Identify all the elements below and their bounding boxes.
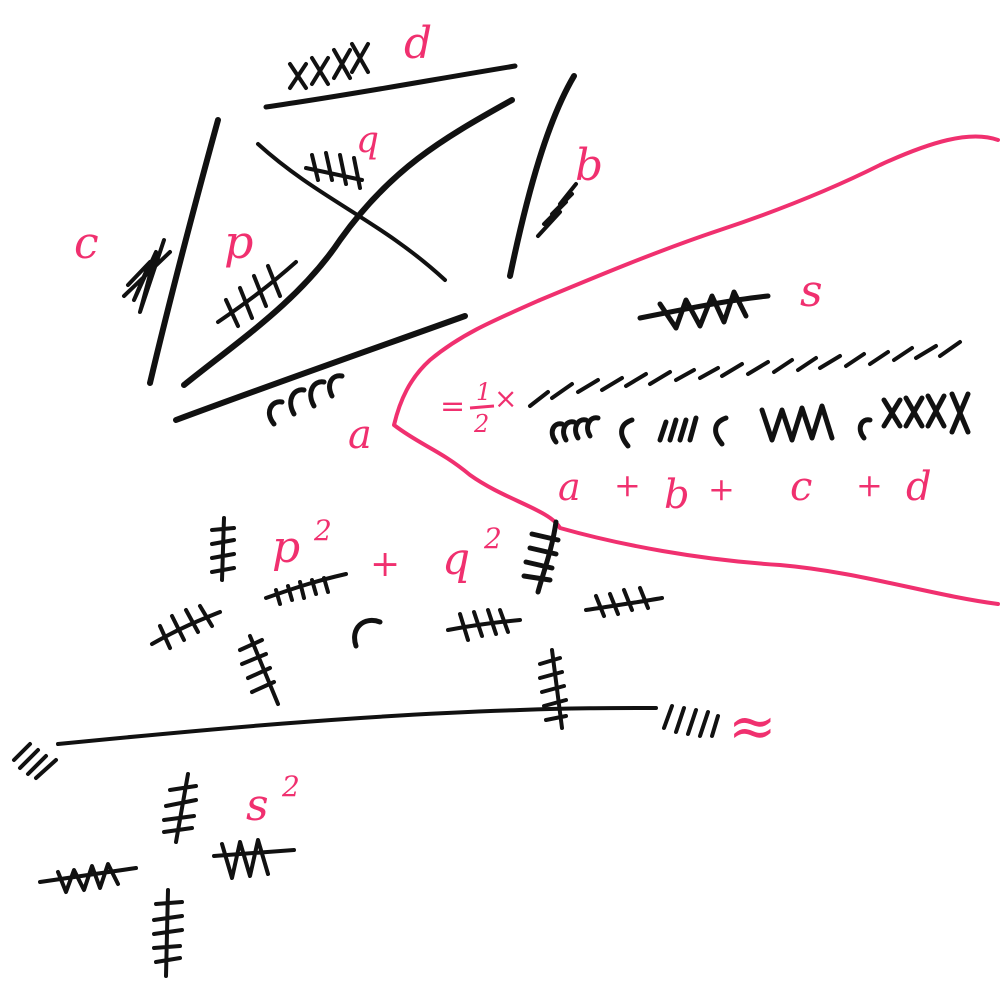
tally-s2-right	[212, 838, 296, 880]
line-crossing-tally	[538, 648, 568, 730]
quadrilateral	[147, 63, 577, 423]
side-bottom	[173, 313, 468, 423]
tally-right-h1	[446, 608, 522, 642]
sum-a: a	[558, 465, 581, 509]
line-left-slashes	[12, 742, 58, 780]
tally-diag-q	[304, 151, 364, 190]
sum-plus-3: +	[856, 466, 883, 504]
label-side-c: c	[74, 218, 99, 269]
tally-diag-p	[216, 260, 298, 328]
s-squared-tallies	[38, 772, 296, 978]
tally-left-cluster	[150, 604, 222, 650]
eq-fraction-bar	[469, 404, 495, 410]
tally-right-h2	[584, 586, 664, 618]
tally-ul-vertical	[210, 516, 236, 582]
pq-tally-marks	[150, 516, 664, 706]
tally-s	[637, 289, 771, 331]
eq-half-num: 1	[476, 378, 491, 406]
tally-top-xxxx	[288, 42, 370, 90]
tally-s2-top	[162, 772, 198, 844]
tally-under-p	[264, 572, 348, 606]
tally-left-zigzag	[122, 238, 172, 314]
sum-d: d	[906, 464, 932, 510]
side-top	[263, 63, 518, 110]
tally-row-mixed	[549, 391, 971, 449]
approx-line-group	[12, 648, 720, 780]
center-arc	[352, 618, 383, 649]
label-diagonal-q: q	[356, 120, 379, 161]
tally-s2-bottom	[152, 888, 184, 978]
tally-right-slashes	[536, 182, 578, 238]
label-side-b: b	[575, 140, 603, 191]
tally-ur-vertical	[521, 519, 561, 595]
side-right	[507, 73, 577, 279]
sum-b: b	[664, 472, 690, 518]
pq-plus: +	[370, 544, 400, 585]
approx-symbol: ≈	[728, 692, 777, 760]
label-s: s	[800, 266, 823, 317]
diagonal-long	[181, 97, 515, 388]
sum-plus-2: +	[708, 470, 735, 508]
label-vertex-a: a	[348, 412, 372, 458]
label-diagonal-p: p	[224, 215, 253, 269]
eq-equals: =	[440, 389, 465, 424]
label-side-d: d	[404, 18, 432, 69]
pink-wedge-outline	[392, 134, 1000, 606]
quad-tally-marks	[122, 42, 578, 427]
tally-bottom-arcs	[267, 373, 345, 427]
p-squared-exp: 2	[313, 514, 332, 547]
tally-row-slashes	[528, 340, 962, 408]
s-squared-exp: 2	[281, 770, 300, 803]
long-horizontal-line	[56, 706, 658, 746]
line-right-slashes	[662, 704, 720, 738]
diagonal-short	[256, 142, 447, 282]
q-squared-exp: 2	[483, 522, 502, 555]
side-left	[147, 117, 221, 386]
eq-half-den: 2	[473, 410, 489, 438]
eq-times: ×	[494, 382, 517, 415]
sum-c: c	[790, 464, 812, 510]
tally-lower-vertical	[238, 634, 280, 706]
s-squared-base: s	[246, 780, 269, 831]
q-squared-base: q	[442, 534, 470, 585]
tally-s2-left	[38, 862, 138, 894]
sum-plus-1: +	[614, 466, 641, 504]
p-squared-base: p	[272, 522, 300, 573]
